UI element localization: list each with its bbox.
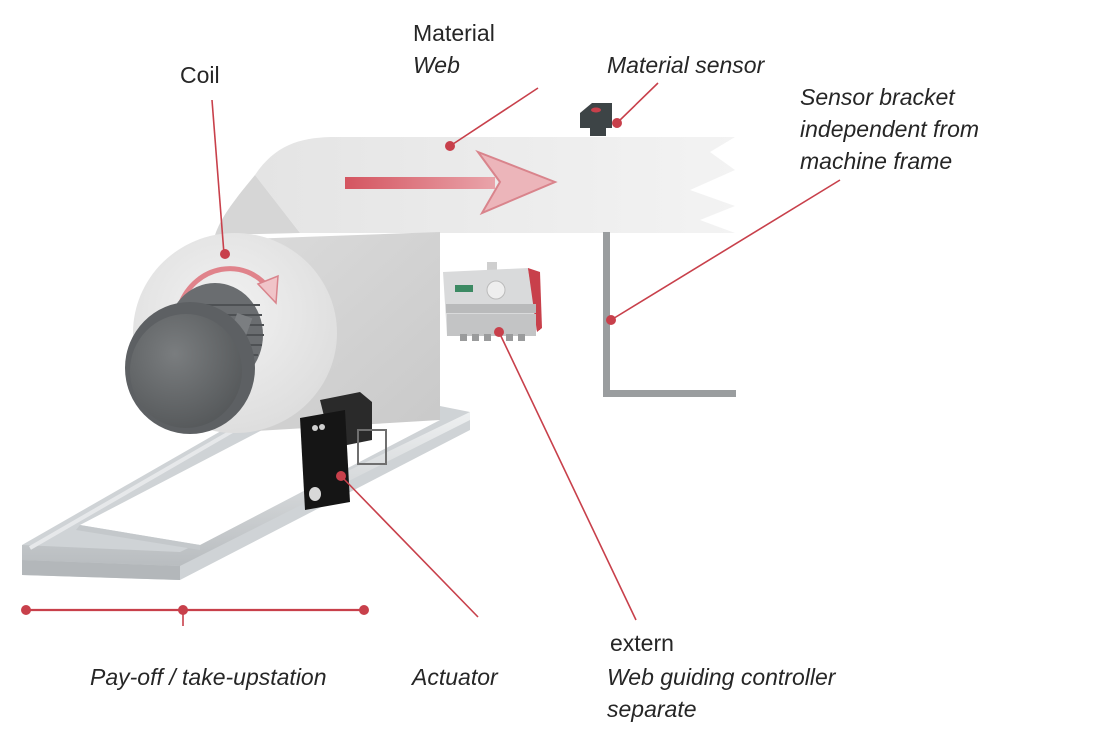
- web-direction-arrow: [345, 149, 558, 216]
- label-controller-line2: separate: [607, 696, 697, 722]
- web-guiding-controller: [443, 262, 542, 341]
- motor: [125, 283, 264, 434]
- sensor-leader-line: [617, 82, 659, 123]
- label-controller-line1: Web guiding controller: [607, 664, 836, 690]
- rotation-arrow-icon: [177, 266, 273, 306]
- actuator-marker-dot: [336, 471, 346, 481]
- web-leader-line: [449, 87, 539, 147]
- controller-marker-dot: [494, 327, 504, 337]
- controller-leader-line: [498, 331, 637, 621]
- station-marker-dot-mid: [178, 605, 188, 615]
- label-controller-line0: extern: [610, 630, 674, 656]
- label-sensor-bracket-line1: Sensor bracket: [800, 84, 955, 110]
- sensor-bracket: [603, 232, 736, 397]
- label-coil: Coil: [180, 62, 220, 88]
- label-sensor-bracket-line3: machine frame: [800, 148, 953, 174]
- label-payoff-station: Pay-off / take-upstation: [90, 664, 327, 690]
- coil-marker-dot: [220, 249, 230, 259]
- label-material-web-line2: Web: [413, 52, 460, 78]
- station-marker-dot-left: [21, 605, 31, 615]
- sensor-marker-dot: [612, 118, 622, 128]
- actuator-leader-line: [340, 475, 479, 618]
- label-material-web-line1: Material: [413, 20, 495, 46]
- actuator: [300, 392, 387, 510]
- label-sensor-bracket-line2: independent from: [800, 116, 980, 142]
- coil-leader-line: [211, 99, 225, 255]
- bracket-marker-dot: [606, 315, 616, 325]
- material-sensor: [580, 103, 612, 136]
- web-marker-dot: [445, 141, 455, 151]
- bracket-leader-line: [610, 179, 841, 321]
- station-marker-dot-right: [359, 605, 369, 615]
- label-actuator: Actuator: [412, 664, 498, 690]
- label-material-sensor: Material sensor: [607, 52, 765, 78]
